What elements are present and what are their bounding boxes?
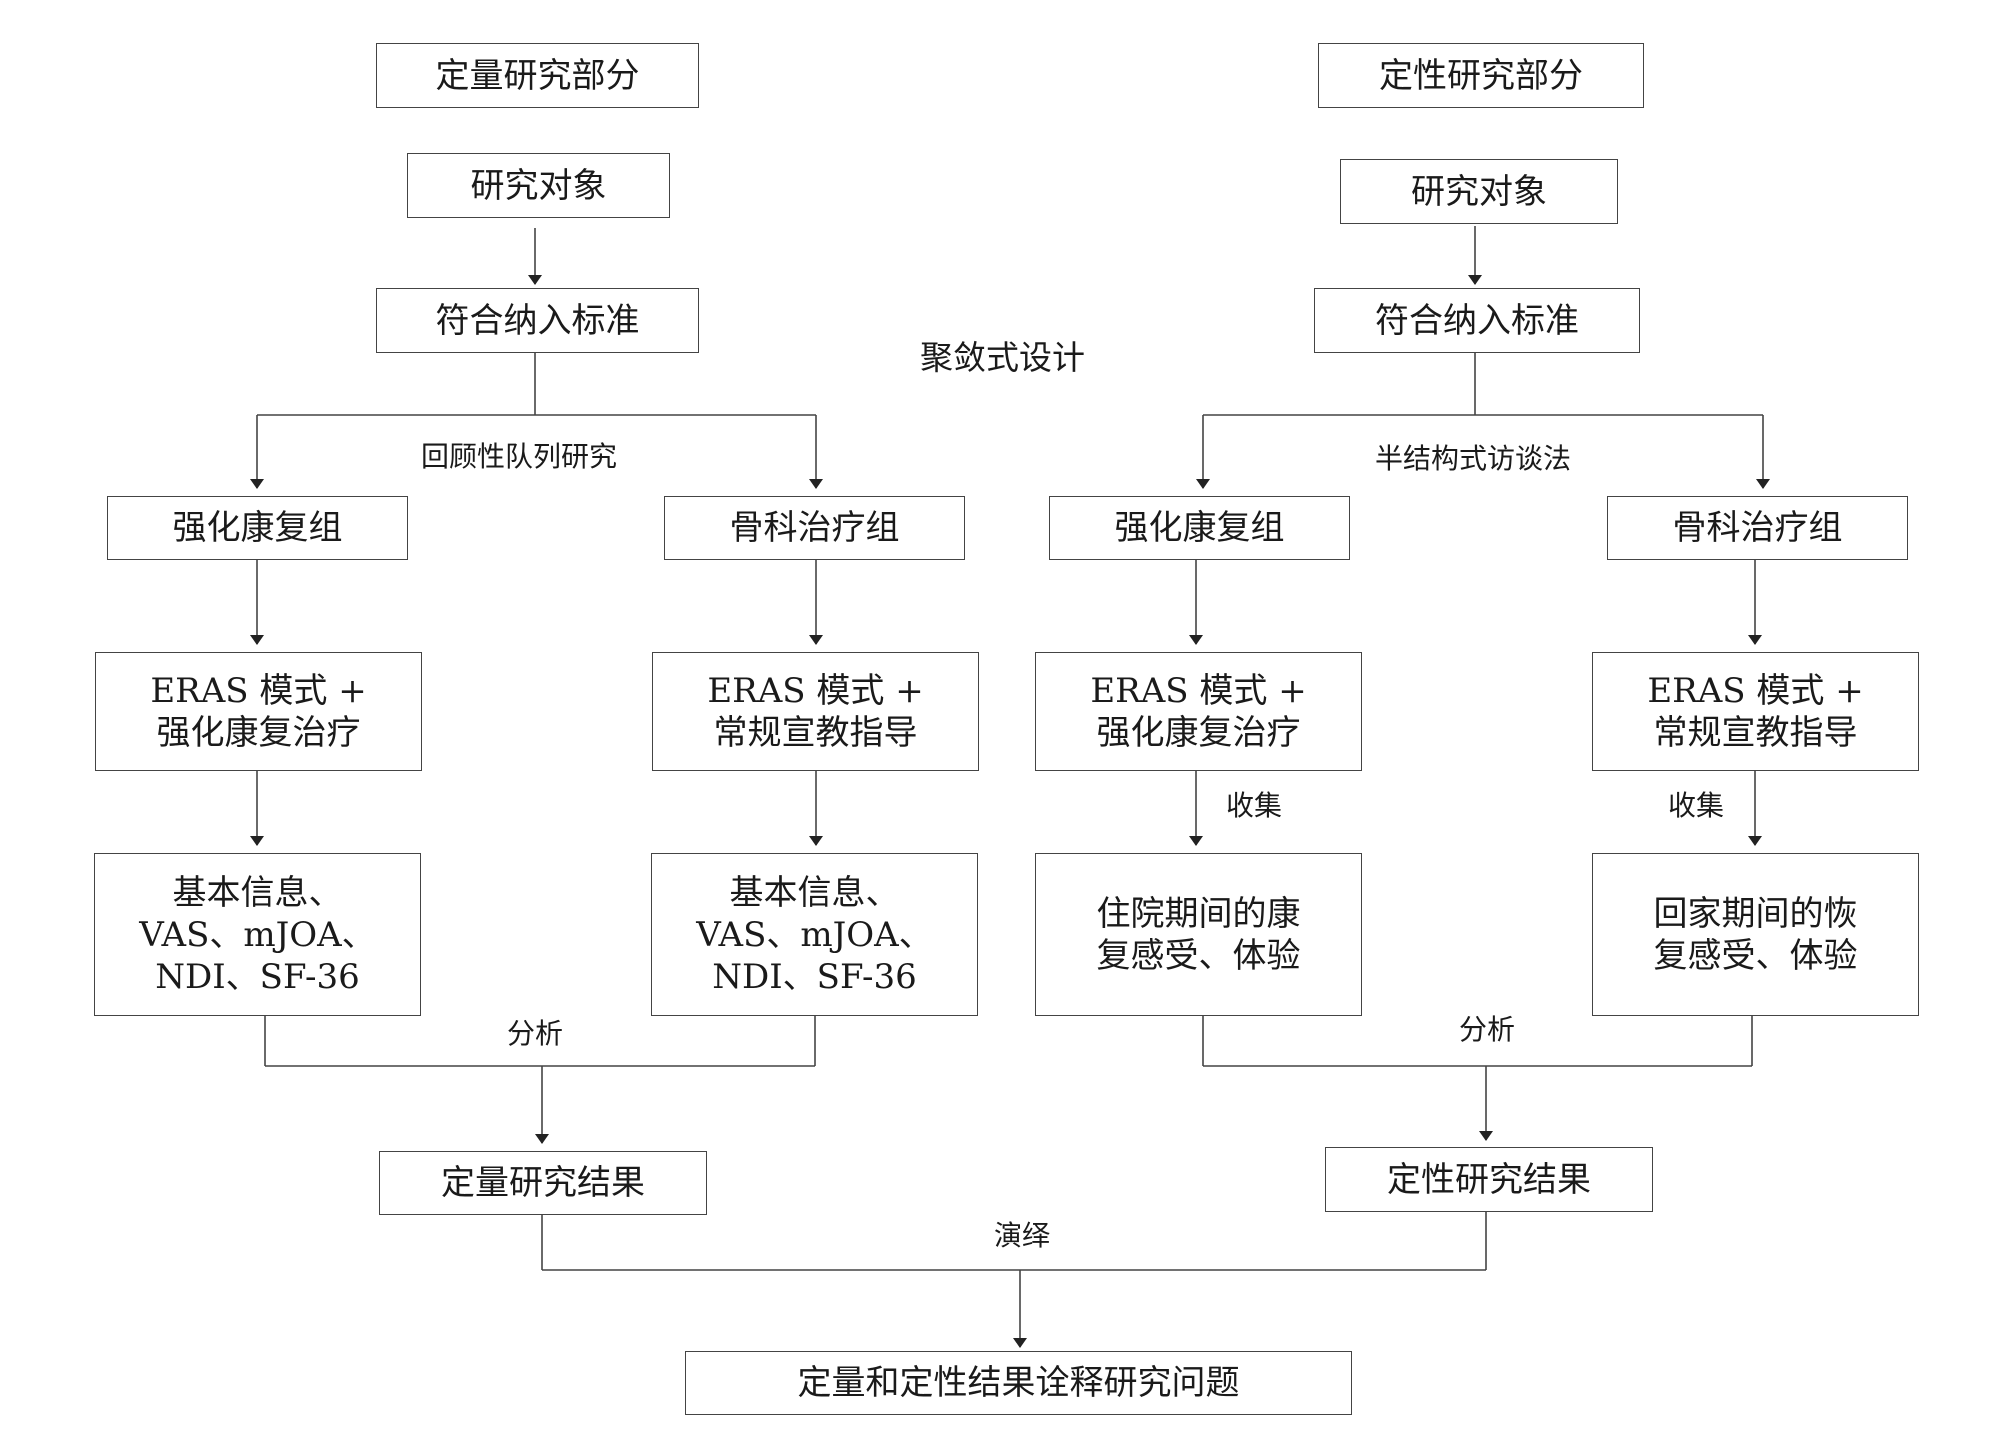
qual-subjects-box: 研究对象	[1340, 159, 1618, 224]
quant-measures-a-line1: 基本信息、	[172, 872, 343, 913]
final-box: 定量和定性结果诠释研究问题	[685, 1351, 1352, 1415]
qual-collect-label-a: 收集	[1226, 789, 1283, 822]
quant-measures-b-line3: NDI、SF-36	[712, 956, 917, 997]
quant-measures-b-box: 基本信息、 VAS、mJOA、 NDI、SF-36	[651, 853, 978, 1016]
qual-treat-b-line1: ERAS 模式 +	[1647, 670, 1864, 711]
quant-result: 定量研究结果	[441, 1163, 645, 1203]
qual-group-b-box: 骨科治疗组	[1607, 496, 1908, 560]
qual-group-a-box: 强化康复组	[1049, 496, 1350, 560]
quant-treat-b-box: ERAS 模式 + 常规宣教指导	[652, 652, 979, 771]
quant-treat-b-line2: 常规宣教指导	[713, 712, 918, 753]
design-label: 聚敛式设计	[920, 338, 1085, 377]
qual-treat-a-line1: ERAS 模式 +	[1090, 670, 1307, 711]
qual-result: 定性研究结果	[1387, 1159, 1591, 1200]
quant-treat-b-line1: ERAS 模式 +	[707, 670, 924, 711]
quant-subjects-box: 研究对象	[407, 153, 670, 218]
quant-header-box: 定量研究部分	[376, 43, 699, 108]
quant-measures-b-line1: 基本信息、	[729, 872, 900, 913]
quant-treat-a-line2: 强化康复治疗	[156, 712, 361, 753]
qual-collect-label-b: 收集	[1668, 789, 1725, 822]
quant-criteria: 符合纳入标准	[435, 300, 640, 341]
quant-measures-b-line2: VAS、mJOA、	[696, 914, 933, 955]
qual-criteria-box: 符合纳入标准	[1314, 288, 1640, 353]
quant-header: 定量研究部分	[435, 55, 640, 96]
qual-exp-b-line1: 回家期间的恢	[1653, 893, 1858, 934]
quant-measures-a-line3: NDI、SF-36	[155, 956, 360, 997]
quant-group-a-box: 强化康复组	[107, 496, 408, 560]
quant-measures-a-line2: VAS、mJOA、	[139, 914, 376, 955]
quant-treat-a-box: ERAS 模式 + 强化康复治疗	[95, 652, 422, 771]
qual-exp-b-box: 回家期间的恢 复感受、体验	[1592, 853, 1919, 1016]
quant-criteria-box: 符合纳入标准	[376, 288, 699, 353]
qual-treat-a-line2: 强化康复治疗	[1096, 712, 1301, 753]
quant-method-label: 回顾性队列研究	[421, 440, 618, 473]
qual-analysis-label: 分析	[1459, 1013, 1516, 1046]
qual-subjects: 研究对象	[1411, 171, 1547, 212]
qual-treat-b-box: ERAS 模式 + 常规宣教指导	[1592, 652, 1919, 771]
final-text: 定量和定性结果诠释研究问题	[797, 1363, 1240, 1403]
quant-subjects: 研究对象	[470, 165, 607, 206]
quant-treat-a-line1: ERAS 模式 +	[150, 670, 367, 711]
quant-group-a: 强化康复组	[172, 508, 343, 548]
qual-treat-b-line2: 常规宣教指导	[1653, 712, 1858, 753]
quant-group-b-box: 骨科治疗组	[664, 496, 965, 560]
deduction-label: 演绎	[994, 1219, 1051, 1252]
qual-result-box: 定性研究结果	[1325, 1147, 1653, 1212]
qual-treat-a-box: ERAS 模式 + 强化康复治疗	[1035, 652, 1362, 771]
quant-analysis-label: 分析	[507, 1017, 564, 1050]
qual-group-b: 骨科治疗组	[1672, 508, 1843, 548]
quant-result-box: 定量研究结果	[379, 1151, 707, 1215]
qual-group-a: 强化康复组	[1114, 508, 1285, 548]
qual-exp-a-line1: 住院期间的康	[1096, 893, 1301, 934]
qual-header-box: 定性研究部分	[1318, 43, 1644, 108]
qual-header: 定性研究部分	[1379, 55, 1583, 96]
qual-exp-b-line2: 复感受、体验	[1653, 935, 1858, 976]
quant-group-b: 骨科治疗组	[729, 508, 900, 548]
qual-criteria: 符合纳入标准	[1375, 300, 1579, 341]
qual-method-label: 半结构式访谈法	[1375, 442, 1572, 475]
qual-exp-a-line2: 复感受、体验	[1096, 935, 1301, 976]
qual-exp-a-box: 住院期间的康 复感受、体验	[1035, 853, 1362, 1016]
quant-measures-a-box: 基本信息、 VAS、mJOA、 NDI、SF-36	[94, 853, 421, 1016]
